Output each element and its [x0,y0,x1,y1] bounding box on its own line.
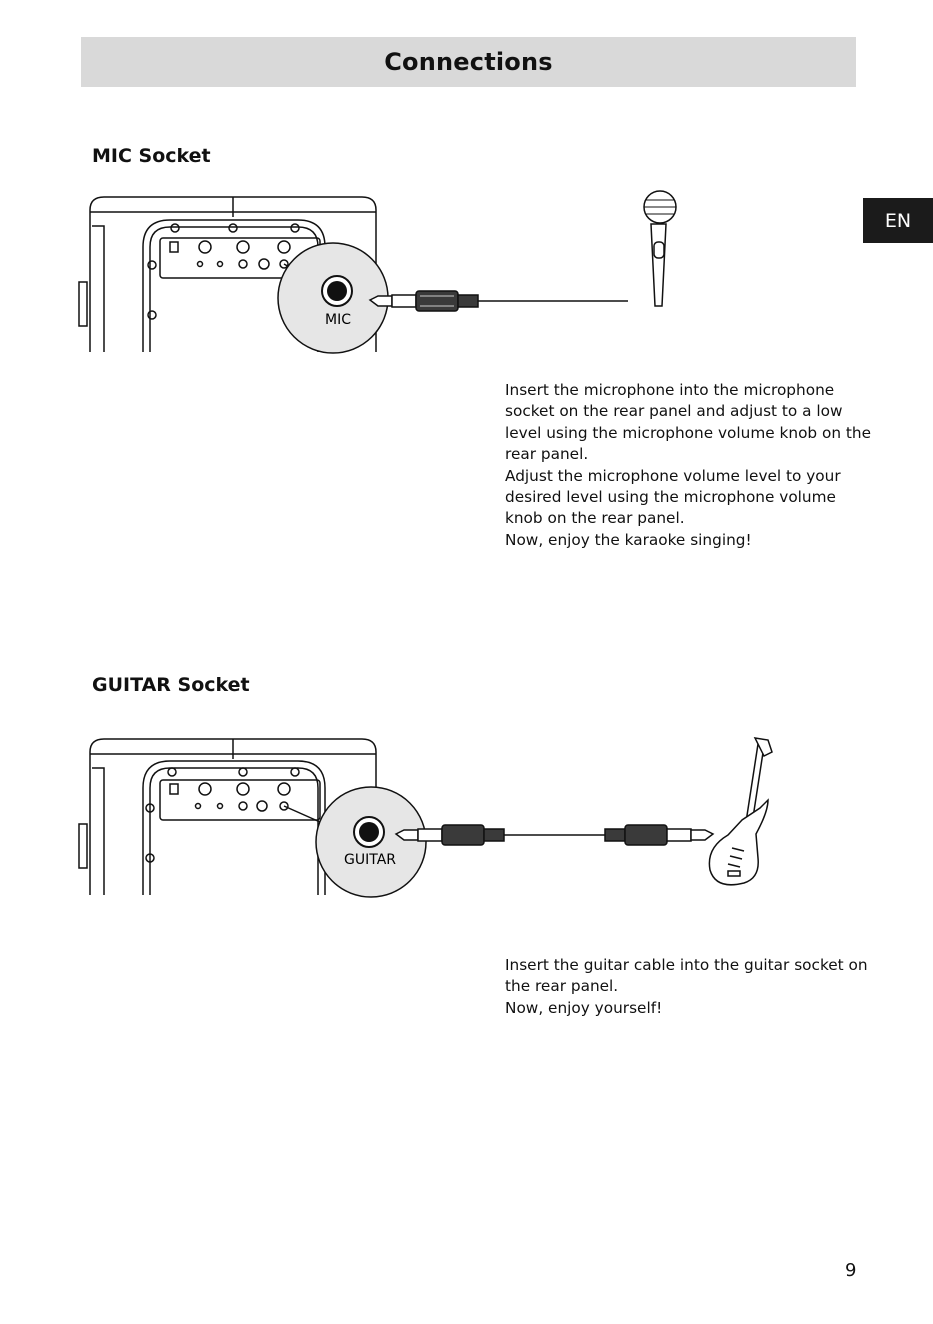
guitar-connection-diagram: GUITAR [78,737,773,898]
paragraph: Insert the microphone into the microphon… [505,381,872,464]
mic-plug-icon [368,290,628,312]
page-title: Connections [384,48,553,76]
mic-instructions: Insert the microphone into the microphon… [505,380,875,551]
speaker-rear-panel [78,738,377,895]
guitar-instructions: Insert the guitar cable into the guitar … [505,955,875,1019]
header-bar: Connections [81,37,856,87]
guitar-callout: GUITAR [283,786,427,898]
microphone-icon [643,190,677,307]
electric-guitar-icon [708,737,773,886]
guitar-callout-label: GUITAR [344,852,396,868]
mic-callout-label: MIC [325,312,351,328]
guitar-section-heading: GUITAR Socket [92,674,250,696]
paragraph: Adjust the microphone volume level to yo… [505,466,841,528]
guitar-cable-icon [394,824,715,846]
mic-section-heading: MIC Socket [92,145,211,167]
mic-connection-diagram: MIC [78,190,677,354]
paragraph: Now, enjoy the karaoke singing! [505,530,752,549]
mic-callout: MIC [277,242,389,354]
page-number: 9 [845,1260,857,1281]
language-tab: EN [863,198,933,243]
paragraph: Insert the guitar cable into the guitar … [505,956,868,996]
paragraph: Now, enjoy yourself! [505,998,663,1017]
